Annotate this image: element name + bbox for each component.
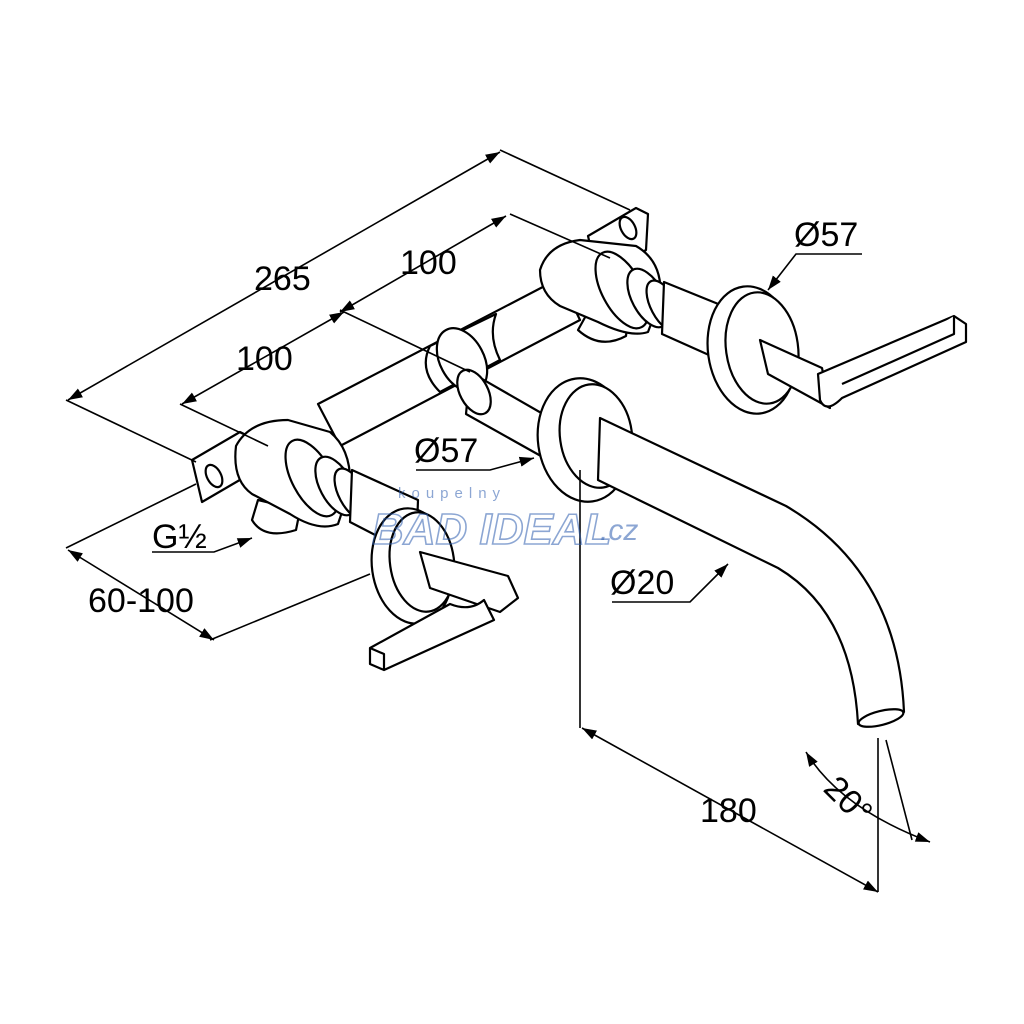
leader-diam57-right xyxy=(767,253,862,291)
watermark: koupelny BAD IDEAL .cz xyxy=(371,485,638,555)
right-lever xyxy=(758,314,968,410)
leader-g-half xyxy=(152,537,253,553)
watermark-small-text: koupelny xyxy=(398,485,506,502)
leader-diam57-center xyxy=(416,456,535,471)
dim-line-60-100 xyxy=(67,549,215,641)
right-rosette xyxy=(706,285,800,415)
watermark-main-text: BAD IDEAL xyxy=(372,505,612,554)
label-rosette-right: Ø57 xyxy=(794,216,858,254)
label-rosette-center: Ø57 xyxy=(414,432,478,470)
dim-arc-20deg xyxy=(805,751,931,843)
label-center-distance-right: 100 xyxy=(400,244,457,282)
label-thread: G½ xyxy=(152,518,207,556)
label-spout-diameter: Ø20 xyxy=(610,564,674,602)
dim-line-100-right xyxy=(339,215,507,313)
dimension-lines xyxy=(65,149,931,893)
label-spout-projection: 180 xyxy=(700,792,757,830)
watermark-suffix-text: .cz xyxy=(600,514,638,547)
leader-diam20 xyxy=(612,563,729,603)
label-wall-depth: 60-100 xyxy=(88,582,194,620)
label-center-distance-left: 100 xyxy=(236,340,293,378)
dim-line-180 xyxy=(581,727,879,893)
dim-line-100-left xyxy=(181,311,345,405)
dim-line-265 xyxy=(67,151,501,401)
left-lever xyxy=(368,550,520,672)
label-overall-width: 265 xyxy=(254,260,311,298)
